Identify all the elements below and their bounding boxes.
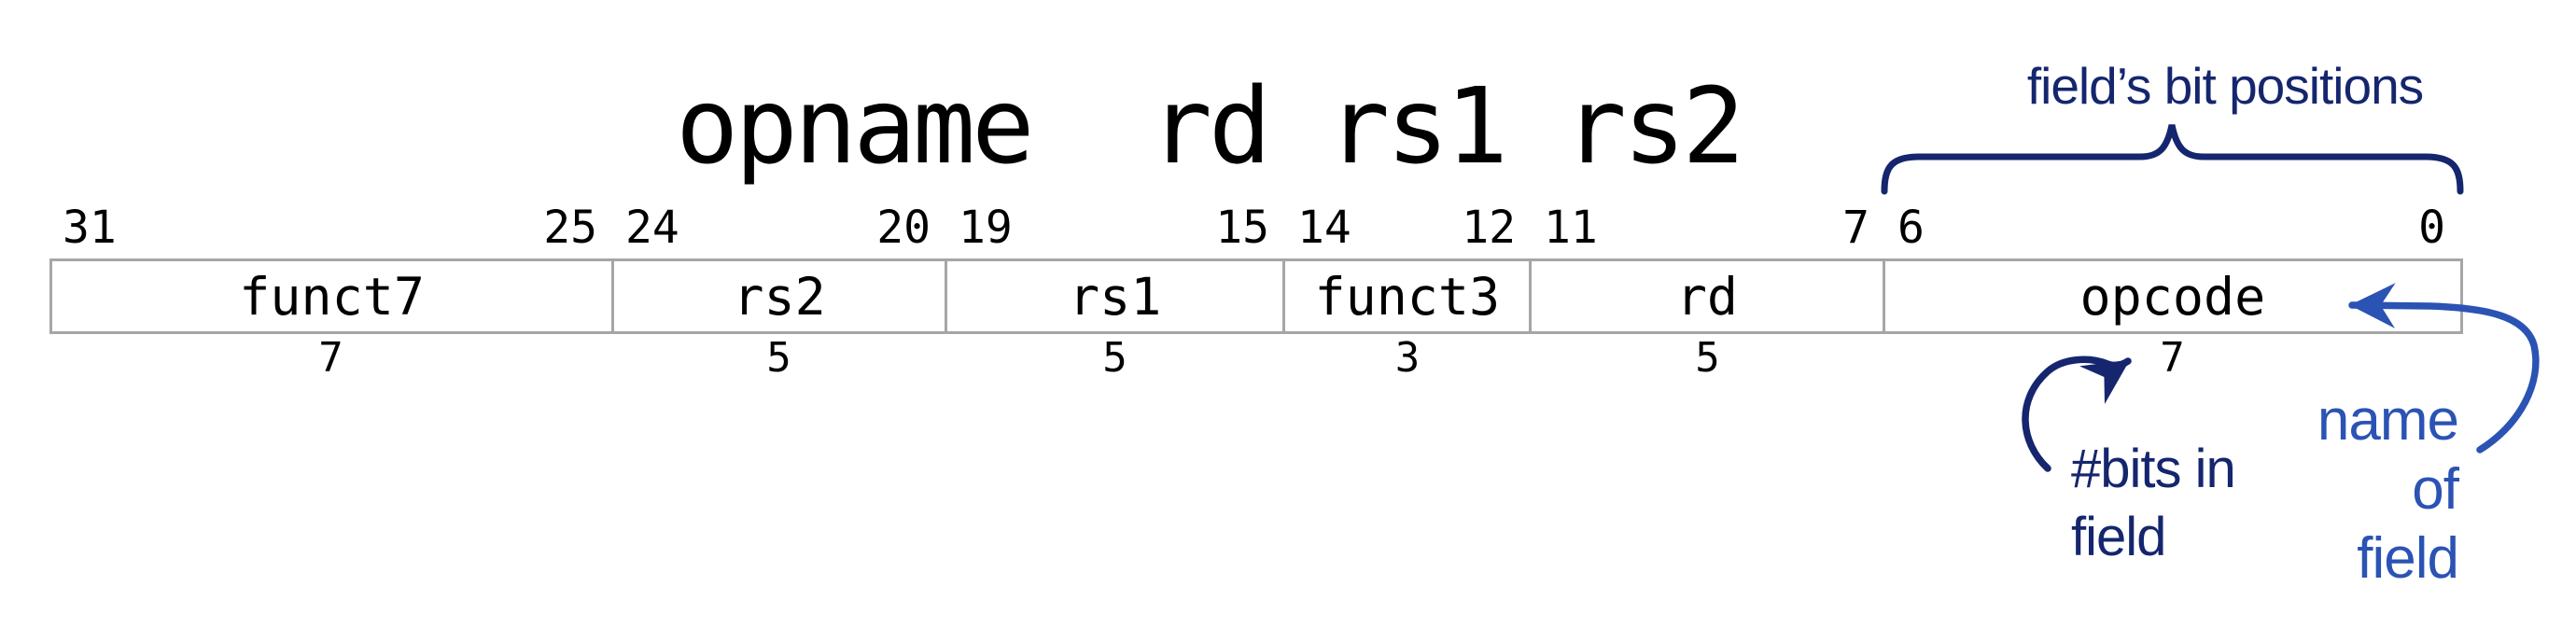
bit-lo-funct3: 12 <box>1462 202 1516 254</box>
field-cell-rs1: rs1 <box>947 261 1286 331</box>
bit-hi-rs2: 24 <box>625 202 679 254</box>
field-bits-funct3: 3 <box>1394 334 1421 382</box>
bit-positions-brace <box>1881 124 2464 195</box>
field-cell-rs2: rs2 <box>614 261 947 331</box>
field-cell-rd: rd <box>1532 261 1885 331</box>
field-cell-opcode: opcode <box>2079 266 2266 327</box>
name-of-field-line-2: of <box>2412 457 2459 522</box>
bit-lo-rs1: 15 <box>1215 202 1269 254</box>
field-bits-opcode: 7 <box>2160 334 2185 382</box>
field-bits-rd: 5 <box>1695 334 1720 382</box>
instruction-title: opname rd rs1 rs2 <box>676 66 1745 188</box>
name-of-field-line-1: name <box>2317 388 2459 453</box>
name-of-field-annotation-label: name of field <box>2317 386 2459 593</box>
bits-in-field-annotation-label: #bits in field <box>2071 435 2236 571</box>
bit-lo-opcode: 0 <box>2418 202 2445 254</box>
bit-hi-funct3: 14 <box>1297 202 1351 254</box>
field-bits-funct7: 7 <box>318 334 343 382</box>
field-cell-funct3: funct3 <box>1285 261 1533 331</box>
bit-lo-rd: 7 <box>1842 202 1869 254</box>
bit-hi-rd: 11 <box>1544 202 1598 254</box>
name-of-field-line-3: field <box>2357 526 2459 591</box>
bit-hi-funct7: 31 <box>63 202 117 254</box>
bit-lo-rs2: 20 <box>876 202 931 254</box>
field-cell-funct7: funct7 <box>52 261 615 331</box>
bit-hi-rs1: 19 <box>959 202 1013 254</box>
bit-positions-annotation-label: field’s bit positions <box>2026 57 2424 115</box>
bit-hi-opcode: 6 <box>1897 202 1925 254</box>
field-bits-rs2: 5 <box>766 334 791 382</box>
field-bits-rs1: 5 <box>1102 334 1127 382</box>
bits-in-field-line-2: field <box>2071 507 2166 567</box>
bit-lo-funct7: 25 <box>543 202 597 254</box>
bits-in-field-line-1: #bits in <box>2071 439 2236 499</box>
